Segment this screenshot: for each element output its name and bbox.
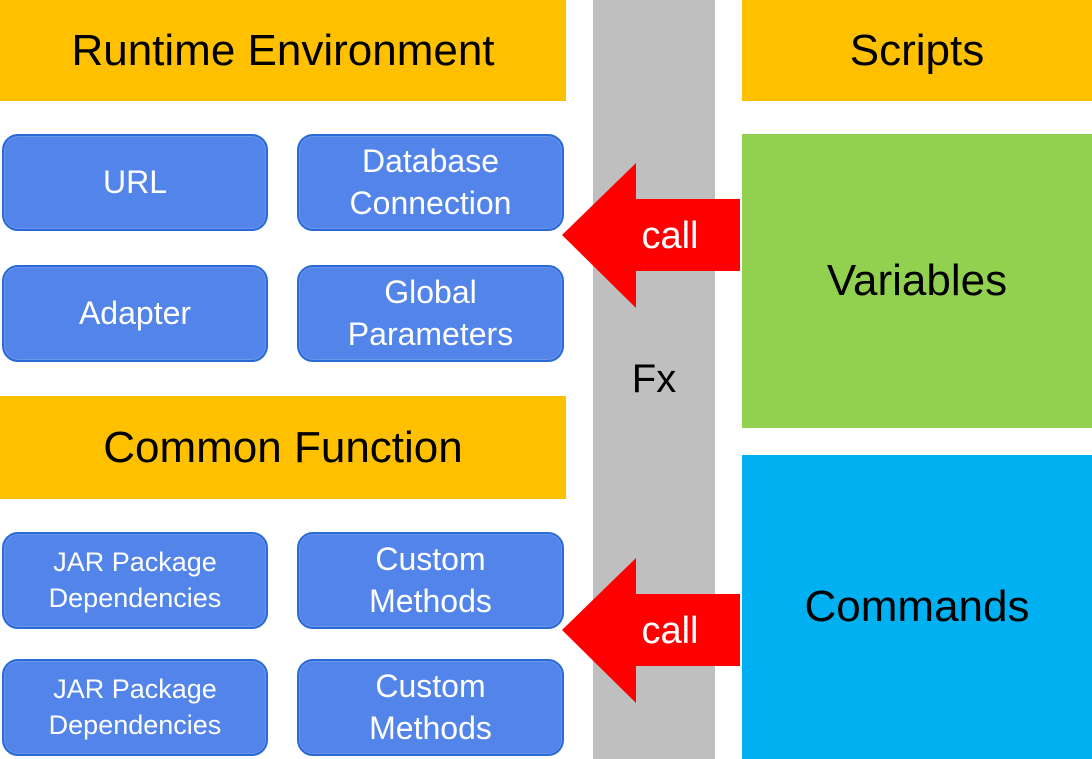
custom-methods-line1: Custom [375,540,486,577]
jar-package-line1: JAR Package [53,546,217,577]
custom-methods-box-2: Custom Methods [297,659,564,756]
jar-package-dependencies-box-2: JAR Package Dependencies [2,659,268,756]
call-arrow-1-shape [562,163,740,308]
global-parameters-line1: Global [384,273,477,310]
adapter-label: Adapter [78,294,192,331]
call-arrow-2-label-box: call [620,598,720,664]
adapter-box: Adapter [2,265,268,362]
url-box: URL [2,134,268,231]
call-arrow-2-shape [562,558,740,703]
jar-package-dependencies-box-1: JAR Package Dependencies [2,532,268,629]
scripts-title: Scripts [849,25,985,75]
global-parameters-line2: Parameters [347,315,514,352]
common-function-header: Common Function [0,396,566,499]
call-arrow-1-label: call [641,214,699,257]
custom-methods-box-1: Custom Methods [297,532,564,629]
custom-methods-line1: Custom [375,667,486,704]
variables-label: Variables [826,256,1008,305]
global-parameters-box: Global Parameters [297,265,564,362]
variables-block: Variables [742,134,1092,428]
custom-methods-line2: Methods [369,582,492,619]
custom-methods-line2: Methods [369,709,492,746]
commands-block: Commands [742,455,1092,759]
jar-package-line2: Dependencies [48,709,222,740]
common-function-title: Common Function [103,422,463,472]
url-label: URL [102,163,167,200]
runtime-environment-title: Runtime Environment [71,25,495,75]
commands-label: Commands [804,582,1030,631]
database-connection-box: Database Connection [297,134,564,231]
scripts-header: Scripts [742,0,1092,101]
jar-package-line2: Dependencies [48,582,222,613]
call-arrow-2 [562,558,740,703]
fx-label: Fx [631,357,677,401]
call-arrow-1-label-box: call [620,203,720,269]
database-connection-line1: Database [362,142,499,179]
call-arrow-1 [562,163,740,308]
database-connection-line2: Connection [349,184,512,221]
jar-package-line1: JAR Package [53,673,217,704]
call-arrow-2-label: call [641,609,699,652]
runtime-environment-header: Runtime Environment [0,0,566,101]
